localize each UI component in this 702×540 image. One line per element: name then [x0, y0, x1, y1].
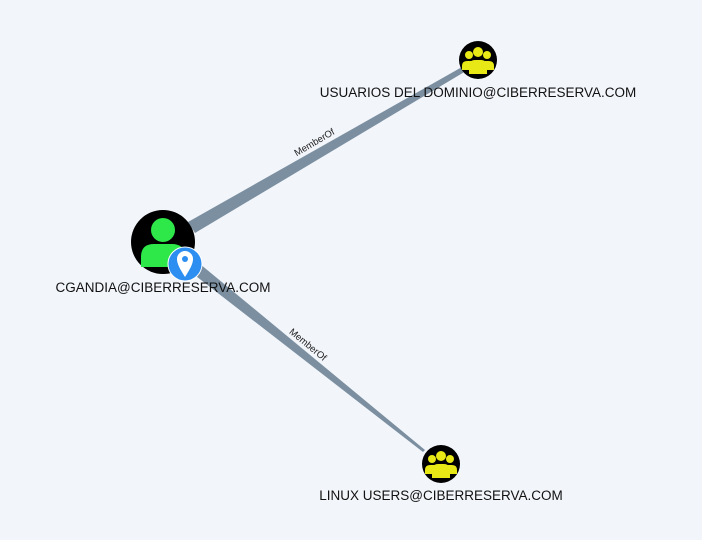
node-label: USUARIOS DEL DOMINIO@CIBERRESERVA.COM	[320, 85, 637, 100]
node-user-cgandia[interactable]: CGANDIA@CIBERRESERVA.COM	[56, 210, 271, 295]
location-pin-icon	[167, 246, 203, 282]
group-icon	[425, 451, 457, 478]
edge-arrow[interactable]	[192, 264, 425, 452]
group-icon	[462, 47, 494, 74]
node-label: CGANDIA@CIBERRESERVA.COM	[56, 280, 271, 295]
edge-arrow[interactable]	[188, 67, 466, 233]
node-label: LINUX USERS@CIBERRESERVA.COM	[319, 488, 563, 503]
node-group-usuarios-del-dominio[interactable]: USUARIOS DEL DOMINIO@CIBERRESERVA.COM	[320, 41, 637, 100]
node-group-linux-users[interactable]: LINUX USERS@CIBERRESERVA.COM	[319, 445, 563, 503]
